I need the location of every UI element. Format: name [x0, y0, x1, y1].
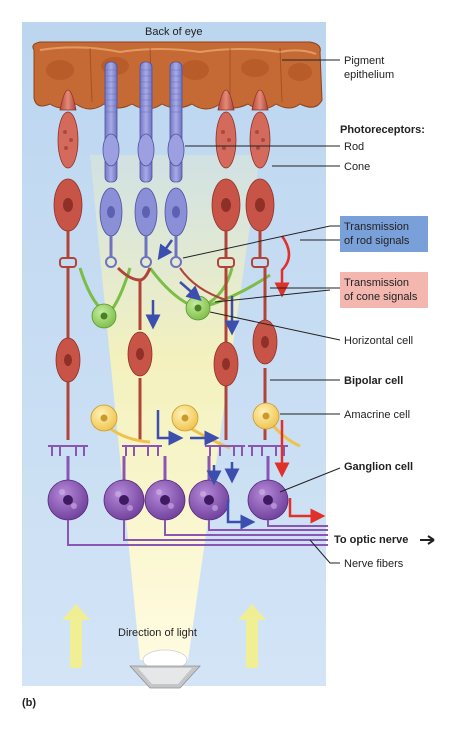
- leader-lines: [182, 59, 341, 564]
- bipolar-cell-label: Bipolar cell: [344, 375, 404, 387]
- pigment-epithelium-label: Pigment epithelium: [344, 55, 395, 81]
- cone-label: Cone: [344, 161, 371, 173]
- amacrine-cell-label: Amacrine cell: [344, 409, 411, 421]
- rod-signal-label: Transmission of rod signals: [344, 221, 410, 247]
- cone-signal-label: Transmission of cone signals: [344, 277, 418, 303]
- direction-of-light-label: Direction of light: [118, 627, 197, 639]
- panel-label: (b): [22, 697, 37, 709]
- ganglion-cell-label: Ganglion cell: [344, 461, 414, 473]
- rod-label: Rod: [344, 141, 365, 153]
- photoreceptors-label: Photoreceptors:: [340, 124, 425, 136]
- rod-signal-box: [340, 216, 428, 252]
- optic-nerve-label: To optic nerve: [334, 534, 409, 546]
- rod-signal-arrows: [145, 239, 256, 530]
- light-direction-arrows: [62, 604, 266, 668]
- horizontal-cells: [78, 267, 271, 329]
- cone-signal-arrows: [274, 235, 326, 524]
- rods: [99, 61, 188, 268]
- nerve-fibers: [67, 520, 328, 546]
- back-of-eye-label: Back of eye: [145, 26, 203, 38]
- synapse-row: [48, 445, 288, 456]
- nerve-fibers-label: Nerve fibers: [344, 558, 404, 570]
- amacrine-cells: [90, 402, 301, 450]
- horizontal-cell-label: Horizontal cell: [344, 335, 414, 347]
- cones: [53, 89, 275, 268]
- light-source-lamp: [129, 649, 201, 689]
- optic-nerve-arrow-icon: [420, 535, 435, 545]
- light-beam: [90, 155, 260, 660]
- cone-signal-box: [340, 272, 428, 308]
